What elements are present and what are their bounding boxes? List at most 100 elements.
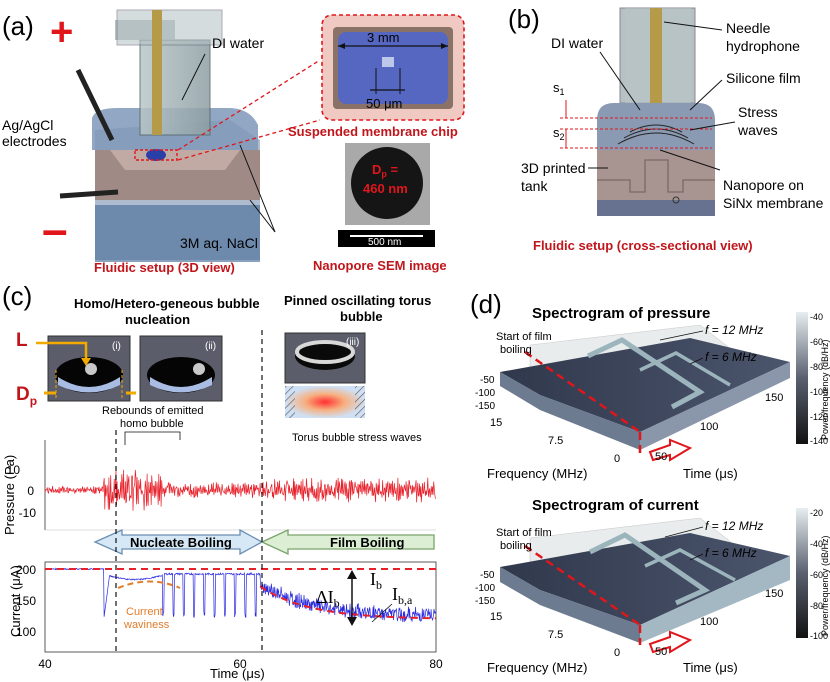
di-water-label-a: DI water xyxy=(212,35,264,51)
cbar2-tick-1: -40 xyxy=(810,539,823,549)
panel-c-label: (c) xyxy=(2,281,32,311)
cbar1-tick-5: -140 xyxy=(810,436,828,446)
cbar1-tick-2: -80 xyxy=(810,362,823,372)
Iba-label: Ib,a xyxy=(392,584,413,607)
chip-caption: Suspended membrane chip xyxy=(288,124,458,139)
silicone-label: Silicone film xyxy=(726,70,801,86)
f2-tick-0: 0 xyxy=(614,647,620,659)
t2-tick-50: 50 xyxy=(655,646,667,658)
freq-label-2: Frequency (MHz) xyxy=(487,660,587,675)
cbar1-tick-0: -40 xyxy=(810,312,823,322)
title-left-line1: Homo/Hetero-geneous bubble xyxy=(74,296,260,311)
bubble-inset-ii xyxy=(139,335,223,402)
spec1-title: Spectrogram of pressure xyxy=(532,305,710,322)
freq-label-1: Frequency (MHz) xyxy=(487,466,587,481)
z1-tick-50: -50 xyxy=(480,375,495,386)
time-label-2: Time (μs) xyxy=(683,660,738,675)
bubble-inset-iii xyxy=(284,332,366,418)
cbar2-tick-3: -80 xyxy=(810,601,823,611)
xtick-80: 80 xyxy=(429,657,443,671)
colorbar-1 xyxy=(796,312,808,444)
inset-iii-label: (iii) xyxy=(346,337,359,348)
needle-label-line2: hydrophone xyxy=(726,38,800,54)
pressure-ylabel: Pressure (Pa) xyxy=(2,455,17,535)
current-ylabel: Current (μA) xyxy=(8,565,23,637)
nucleate-label: Nucleate Boiling xyxy=(130,535,232,550)
electrodes-label-line1: Ag/AgCl xyxy=(2,117,53,133)
pressure-plot: 10 0 -10 xyxy=(7,440,436,531)
needle-label-line1: Needle xyxy=(726,20,771,36)
L-label: L xyxy=(16,330,28,351)
current-ytick-200: 200 xyxy=(16,563,36,577)
waviness-line1: Current xyxy=(126,606,163,618)
cbar1-tick-4: -120 xyxy=(810,412,828,422)
z2-tick-100: -100 xyxy=(475,583,495,594)
fluidic-3d-caption: Fluidic setup (3D view) xyxy=(94,260,235,275)
z1-tick-150: -150 xyxy=(475,401,495,412)
pressure-ytick-0: 0 xyxy=(27,484,34,498)
chip-inset xyxy=(321,14,465,121)
waviness-curve xyxy=(117,580,181,589)
cbar1-tick-3: -100 xyxy=(810,387,828,397)
title-left-line2: nucleation xyxy=(125,312,190,327)
colorbar-2 xyxy=(796,508,808,638)
title-right-line2: bubble xyxy=(340,309,383,324)
waviness-line2: waviness xyxy=(123,619,170,631)
f6-label-2: f = 6 MHz xyxy=(705,546,757,560)
start-film-line2-1: boiling xyxy=(500,344,532,356)
spectrogram-current xyxy=(500,517,790,654)
current-plot: 200 150 100 40 60 80 xyxy=(16,561,443,671)
nanopore-label-line1: Nanopore on xyxy=(723,177,804,193)
bubble-inset-i xyxy=(47,335,131,402)
spec2-title: Spectrogram of current xyxy=(532,497,699,514)
panel-d-label: (d) xyxy=(470,289,502,319)
Dp-label-c: Dp xyxy=(16,384,37,408)
inset-i-label: (i) xyxy=(112,341,121,352)
xtick-60: 60 xyxy=(233,657,247,671)
cbar2-tick-0: -20 xyxy=(810,508,823,518)
panel-b: (b) DI water Needle hydrophone Silicone … xyxy=(508,4,824,253)
panel-a-label: (a) xyxy=(2,11,34,41)
time-xlabel: Time (μs) xyxy=(210,666,265,681)
panel-a: (a) + – DI water Ag/AgCl electrodes 3M a… xyxy=(2,9,465,275)
current-trace-line xyxy=(44,567,437,623)
dp-label: Dp = xyxy=(372,162,399,179)
start-film-line1-1: Start of film xyxy=(496,331,552,343)
sem-inset xyxy=(338,143,435,247)
f1-tick-7: 7.5 xyxy=(548,435,563,447)
nanopore-label-line2: SiNx membrane xyxy=(723,195,824,211)
pressure-ytick-10: 10 xyxy=(7,463,21,477)
start-film-line2-2: boiling xyxy=(500,540,532,552)
film-boiling-arrow xyxy=(260,528,435,556)
f6-label-1: f = 6 MHz xyxy=(705,350,757,364)
cbar2-label: Power/frequency (dB/Hz) xyxy=(820,535,830,636)
pressure-ytick-neg10: -10 xyxy=(19,506,37,520)
electrodes-label-line2: electrodes xyxy=(2,133,67,149)
f2-tick-7: 7.5 xyxy=(548,629,563,641)
tank-label-line1: 3D printed xyxy=(521,160,586,176)
current-ytick-150: 150 xyxy=(16,594,36,608)
pressure-trace-line xyxy=(44,469,436,511)
panel-b-label: (b) xyxy=(508,4,540,34)
f12-label-2: f = 12 MHz xyxy=(705,519,763,533)
film-label: Film Boiling xyxy=(330,535,404,550)
cbar2-tick-2: -60 xyxy=(810,570,823,580)
t1-tick-150: 150 xyxy=(765,392,783,404)
spectrogram-pressure xyxy=(500,324,790,462)
chip-width-label: 3 mm xyxy=(367,30,400,45)
panel-c: (c) Homo/Hetero-geneous bubble nucleatio… xyxy=(2,281,443,681)
fluidic-cross-caption: Fluidic setup (cross-sectional view) xyxy=(533,238,753,253)
minus-sign: – xyxy=(42,203,68,255)
di-water-label-b: DI water xyxy=(551,35,603,51)
dIb-label: ΔIb xyxy=(316,587,340,610)
xtick-40: 40 xyxy=(38,657,52,671)
z2-tick-50: -50 xyxy=(480,570,495,581)
dp-value: 460 nm xyxy=(363,181,408,196)
rebounds-line1: Rebounds of emitted xyxy=(102,405,204,417)
cross-section-illustration xyxy=(560,7,715,216)
current-ytick-100: 100 xyxy=(16,625,36,639)
tank-label-line2: tank xyxy=(521,178,548,194)
sem-caption: Nanopore SEM image xyxy=(313,258,447,273)
title-right-line1: Pinned oscillating torus xyxy=(284,293,431,308)
